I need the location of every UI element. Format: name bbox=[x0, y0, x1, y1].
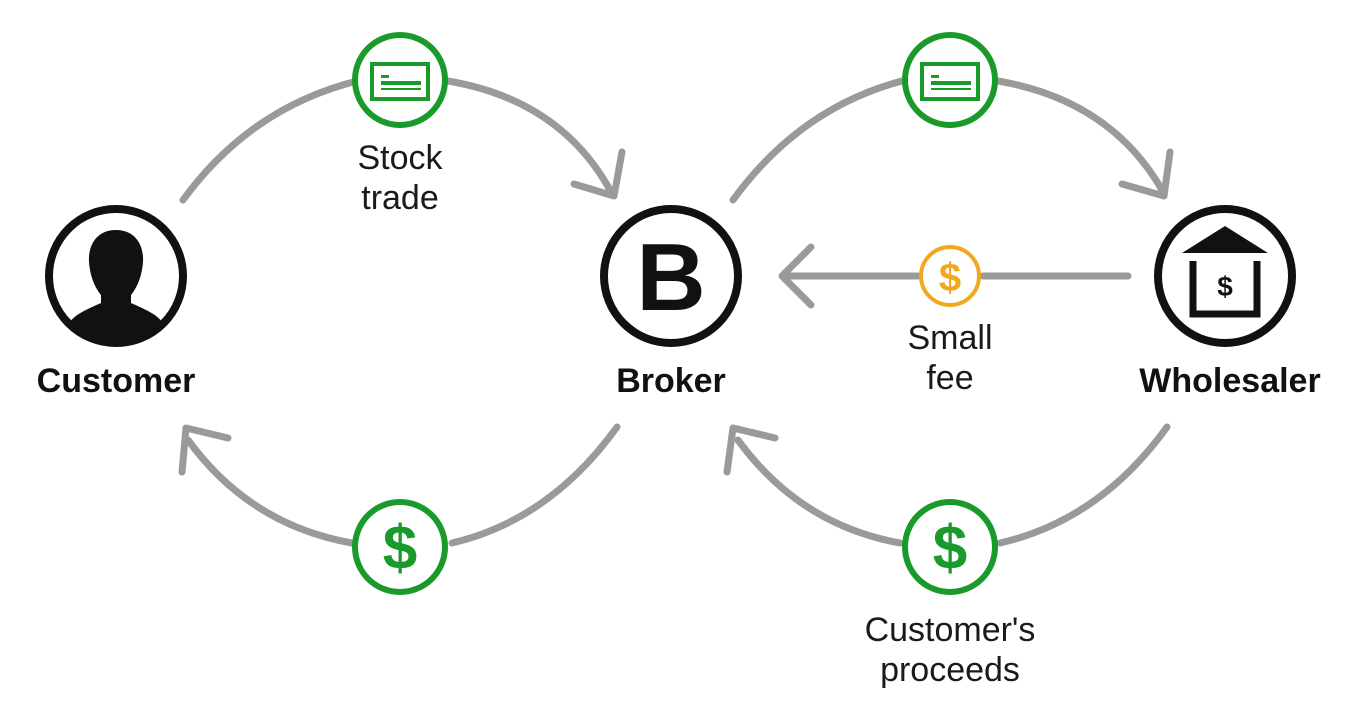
stock-certificate-icon bbox=[902, 32, 998, 128]
customers-proceeds-label: Customer's proceeds bbox=[830, 610, 1070, 690]
customers-proceeds-label-line: proceeds bbox=[880, 651, 1020, 689]
arrowhead-customer-to-broker bbox=[570, 148, 626, 200]
arrowhead-proceeds-to-broker bbox=[723, 424, 779, 476]
stock-certificate-icon bbox=[352, 32, 448, 128]
small-fee-label-line: fee bbox=[926, 359, 974, 397]
broker-label: Broker bbox=[616, 362, 726, 400]
bank-dollar-icon: $ bbox=[1182, 226, 1268, 318]
svg-text:$: $ bbox=[383, 514, 417, 583]
broker-node: B bbox=[600, 205, 742, 347]
stock-trade-label: Stock trade bbox=[320, 138, 480, 218]
person-icon bbox=[70, 230, 162, 342]
wholesaler-label: Wholesaler bbox=[1139, 362, 1321, 400]
arrow-proceeds-to-broker bbox=[734, 423, 1171, 547]
arrow-customer-to-broker bbox=[179, 77, 614, 204]
small-fee-label: Small fee bbox=[870, 318, 1030, 398]
svg-text:$: $ bbox=[933, 514, 967, 583]
customers-proceeds-label-line: Customer's bbox=[864, 611, 1036, 649]
customer-label: Customer bbox=[36, 362, 196, 400]
dollar-coin-icon: $ bbox=[919, 245, 981, 307]
arrowhead-broker-to-customer bbox=[178, 424, 232, 476]
arrow-broker-to-customer bbox=[184, 423, 621, 547]
letter-b-icon: B bbox=[636, 224, 705, 331]
customer-node bbox=[45, 205, 187, 347]
stock-trade-label-line: Stock bbox=[357, 139, 443, 177]
dollar-coin-icon: $ bbox=[352, 499, 448, 595]
stock-trade-label-line: trade bbox=[361, 179, 439, 217]
small-fee-label-line: Small bbox=[907, 319, 993, 357]
arrowhead-broker-to-wholesaler bbox=[1118, 148, 1174, 200]
wholesaler-node: $ bbox=[1154, 205, 1296, 347]
svg-text:$: $ bbox=[939, 256, 961, 300]
svg-text:$: $ bbox=[1217, 271, 1233, 302]
dollar-coin-icon: $ bbox=[902, 499, 998, 595]
arrowhead-small-fee bbox=[778, 243, 815, 309]
arrow-broker-to-wholesaler bbox=[729, 77, 1166, 204]
